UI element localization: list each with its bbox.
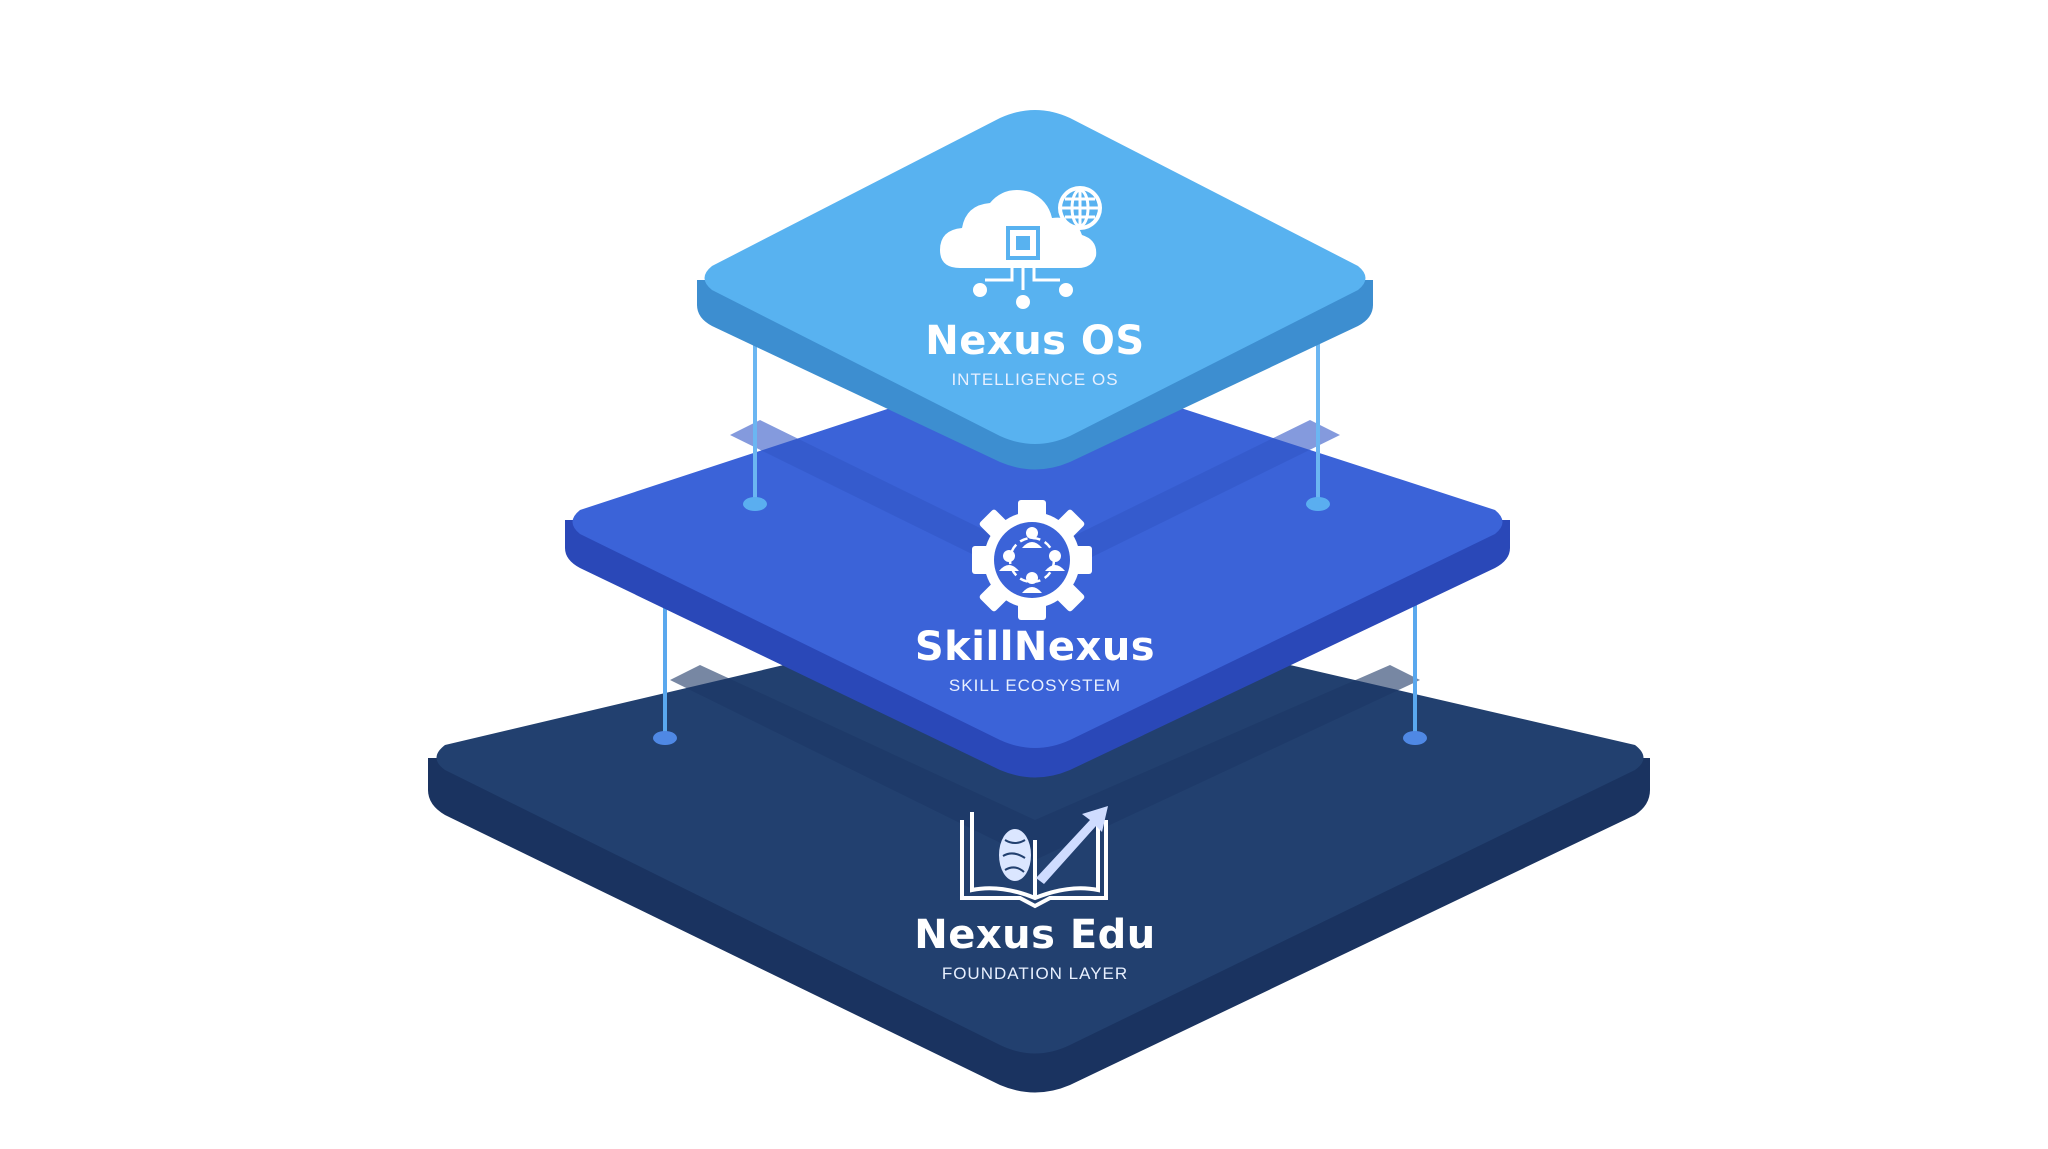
cloud-chip-globe-icon — [940, 186, 1102, 309]
layer-subtitle-intelligence-os: INTELLIGENCE OS — [951, 370, 1119, 389]
bottom-layer-shadow — [670, 665, 1420, 860]
book-brain-arrow-icon — [960, 806, 1108, 909]
layer-top-nexus-os — [697, 110, 1373, 470]
connector-node-left-upper — [743, 497, 767, 511]
connectors-top-middle — [743, 340, 1330, 511]
connector-node-left-lower — [653, 731, 677, 745]
layer-title-nexus-os: Nexus OS — [925, 318, 1145, 364]
layer-subtitle-foundation-layer: FOUNDATION LAYER — [941, 964, 1129, 983]
middle-layer-shadow — [730, 420, 1340, 585]
gear-people-network-icon — [972, 500, 1092, 620]
layer-bottom-nexus-edu — [428, 606, 1650, 1093]
connector-node-right-upper — [1306, 497, 1330, 511]
layer-title-nexus-edu: Nexus Edu — [914, 912, 1156, 958]
connectors-middle-bottom — [653, 600, 1427, 745]
connector-node-right-lower — [1403, 731, 1427, 745]
layer-subtitle-skill-ecosystem: SKILL ECOSYSTEM — [948, 676, 1122, 695]
layer-title-skillnexus: SkillNexus — [914, 624, 1156, 670]
